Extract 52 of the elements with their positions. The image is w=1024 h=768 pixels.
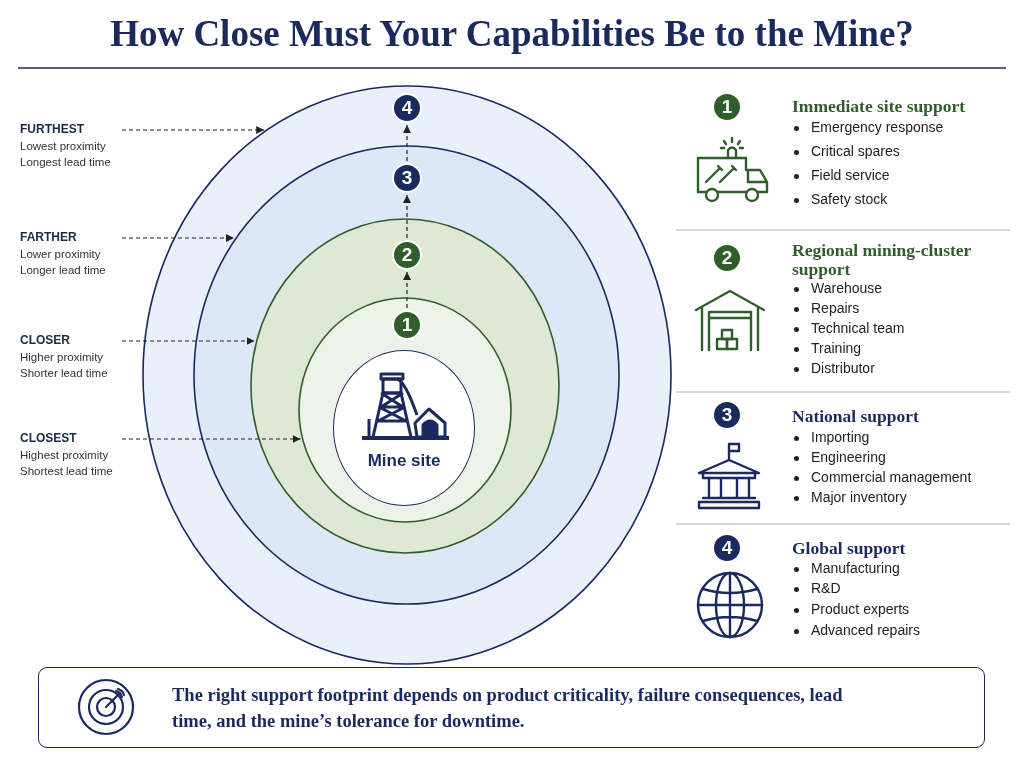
bullet-item: Emergency response: [792, 119, 944, 135]
number-badge: 1: [712, 92, 742, 122]
proximity-heading: CLOSEST: [20, 431, 77, 445]
bullet-item: Repairs: [792, 300, 860, 316]
proximity-note: Higher proximity: [20, 351, 104, 363]
bullet-item: Commercial management: [792, 469, 972, 485]
proximity-heading: CLOSER: [20, 333, 70, 347]
proximity-note: Lowest proximity: [20, 140, 106, 152]
bullet-item: Technical team: [792, 320, 905, 336]
zone-ring: [142, 85, 672, 665]
callout-box: [38, 667, 985, 748]
section-heading: Immediate site support: [792, 97, 967, 116]
leader-arrow: [121, 337, 256, 345]
zone-ring: [298, 297, 512, 523]
bullet-item: Advanced repairs: [792, 622, 920, 638]
bullet-item: Manufacturing: [792, 560, 900, 576]
proximity-note: Shortest lead time: [20, 465, 113, 477]
dashed-arrow: [403, 194, 411, 239]
bullet-item: Major inventory: [792, 489, 907, 505]
zone-ring: [250, 218, 560, 554]
leader-arrow: [121, 126, 265, 134]
number-badge: 3: [712, 400, 742, 430]
section-heading: Regional mining-cluster support: [792, 241, 973, 279]
section-heading: Global support: [792, 539, 907, 558]
proximity-note: Longer lead time: [20, 264, 106, 276]
number-badge: 2: [712, 243, 742, 273]
bullet-item: R&D: [792, 580, 841, 596]
section-heading: National support: [792, 407, 920, 426]
title: How Close Must Your Capabilities Be to the Mine?: [109, 12, 915, 55]
leader-arrow: [121, 234, 235, 242]
bullet-item: Safety stock: [792, 191, 888, 207]
proximity-note: Longest lead time: [20, 156, 111, 168]
bullet-item: Distributor: [792, 360, 875, 376]
callout-text: The right support footprint depends on product criticality, failure consequences, lead time, and the mine’s tolerance for downtime.: [172, 684, 844, 733]
proximity-note: Lower proximity: [20, 248, 101, 260]
bullet-item: Importing: [792, 429, 870, 445]
proximity-heading: FARTHER: [20, 230, 77, 244]
proximity-heading: FURTHEST: [20, 122, 84, 136]
bullet-item: Field service: [792, 167, 890, 183]
dashed-arrow: [403, 271, 411, 309]
bullet-item: Engineering: [792, 449, 886, 465]
bullet-item: Warehouse: [792, 280, 883, 296]
proximity-note: Shorter lead time: [20, 367, 108, 379]
number-badge: 4: [712, 533, 742, 563]
node-label: Mine site: [366, 451, 442, 471]
bullet-item: Critical spares: [792, 143, 900, 159]
bullet-item: Product experts: [792, 601, 910, 617]
proximity-note: Highest proximity: [20, 449, 109, 461]
dashed-arrow: [403, 124, 411, 162]
zone-ring: [193, 145, 620, 605]
leader-arrow: [121, 435, 302, 443]
bullet-item: Training: [792, 340, 862, 356]
